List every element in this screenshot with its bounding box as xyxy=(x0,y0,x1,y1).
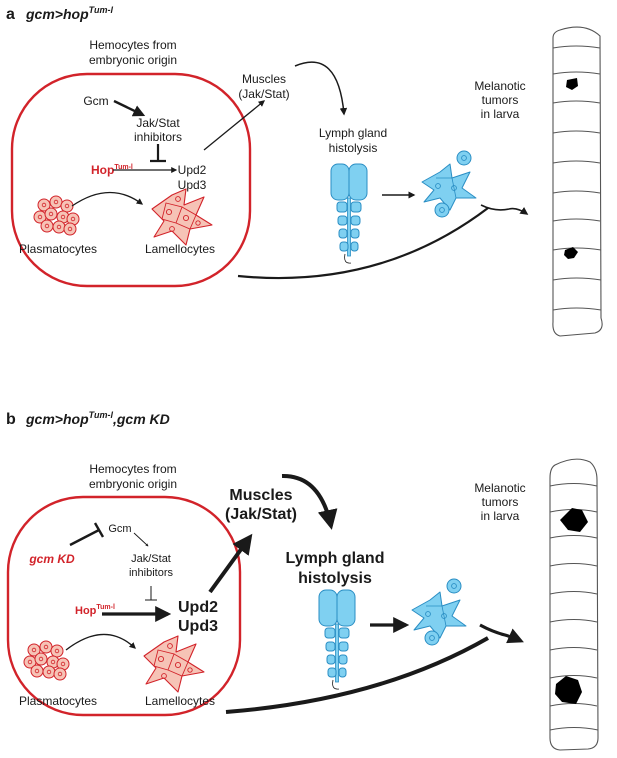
panel-b-title: gcm>hopTum-l,gcm KD xyxy=(25,410,170,427)
panel-a-title: gcm>hopTum-l xyxy=(25,5,113,22)
panel-b-muscles-label: Muscles xyxy=(229,487,292,504)
panel-b-jak-label: Jak/Stat xyxy=(131,553,171,565)
panel-b-upd-to-muscles-arrow xyxy=(208,533,253,594)
panel-a-blue-lamellocytes xyxy=(421,150,477,218)
panel-b-plasmatocytes xyxy=(24,641,69,680)
panel-b-tumor-2 xyxy=(555,676,582,704)
panel-a-letter: a xyxy=(6,6,15,23)
panel-b-larva xyxy=(549,458,599,751)
panel-a-gcm-arrow xyxy=(113,99,146,117)
panel-b-to-larva-arrow xyxy=(479,623,524,644)
panel-b-tumors-label-3: in larva xyxy=(481,509,520,523)
panel-b-jak-label-2: inhibitors xyxy=(129,567,174,579)
panel-b-hemocytes-label-2: embryonic origin xyxy=(89,477,177,491)
panel-b-blue-lamellocytes xyxy=(411,578,467,646)
panel-a-lamellocytes-label: Lamellocytes xyxy=(145,242,215,256)
panel-a-jak-label-2: inhibitors xyxy=(134,130,182,144)
panel-b-hemocyte-compartment xyxy=(6,495,242,717)
panel-a-lymph-gland xyxy=(330,163,368,264)
panel-a-upd3-label: Upd3 xyxy=(178,178,207,192)
panel-a-lymph-label: Lymph gland xyxy=(319,126,387,140)
panel-b-lamellocyte-route xyxy=(225,636,489,714)
panel-b-lymph-label-2: histolysis xyxy=(298,570,372,587)
panel-b-plasmatocytes-label: Plasmatocytes xyxy=(19,694,97,708)
panel-a-muscles-to-lymph-arrow xyxy=(294,61,348,116)
panel-b-gcm-kd-inhibition xyxy=(69,522,105,547)
panel-a-inhibition-bar xyxy=(150,144,166,163)
panel-b-lymph-label: Lymph gland xyxy=(286,550,385,567)
panel-a-to-larva-arrow xyxy=(480,204,529,215)
panel-b-tumor-1 xyxy=(560,508,588,532)
panel-a-plasmatocytes-label: Plasmatocytes xyxy=(19,242,97,256)
panel-a-lamellocyte-route xyxy=(237,207,489,280)
panel-b-gcm-arrow xyxy=(133,532,149,547)
panel-a-upd-to-muscles-arrow xyxy=(203,100,266,151)
panel-b-muscles-to-lymph-arrow xyxy=(281,473,338,530)
panel-a-lymph-label-2: histolysis xyxy=(329,141,378,155)
panel-a-plasmatocytes xyxy=(34,196,79,235)
panel-a: a gcm>hopTum-l Hemocytes from embryonic … xyxy=(6,5,603,337)
panel-a-tumors-label: Melanotic xyxy=(474,79,525,93)
panel-b-lamellocytes-label: Lamellocytes xyxy=(145,694,215,708)
panel-b-hop-label: HopTum-l xyxy=(75,604,115,617)
panel-b-differentiation-arrow xyxy=(65,633,136,651)
panel-b-letter: b xyxy=(6,411,16,428)
panel-a-lamellocytes xyxy=(151,188,213,246)
panel-a-tumor-2 xyxy=(564,247,578,259)
panel-a-tumor-1 xyxy=(566,78,578,90)
panel-b-tumors-label: Melanotic xyxy=(474,481,525,495)
panel-b: b gcm>hopTum-l,gcm KD Hemocytes from emb… xyxy=(6,410,599,751)
panel-a-tumors-label-2: tumors xyxy=(482,93,519,107)
panel-a-upd2-label: Upd2 xyxy=(178,163,207,177)
panel-a-jak-label: Jak/Stat xyxy=(136,116,180,130)
panel-b-lymph-gland xyxy=(318,589,356,690)
panel-b-lamellocytes xyxy=(143,635,205,693)
panel-a-larva xyxy=(552,26,603,337)
panel-b-tumors-label-2: tumors xyxy=(482,495,519,509)
panel-b-muscles-label-2: (Jak/Stat) xyxy=(225,506,297,523)
panel-b-inhibition-bar xyxy=(145,586,157,601)
panel-b-upd3-label: Upd3 xyxy=(178,618,218,635)
panel-a-hop-label: HopTum-l xyxy=(91,163,133,177)
panel-b-gcm-kd-label: gcm KD xyxy=(28,552,75,566)
panel-b-hemocytes-label: Hemocytes from xyxy=(89,462,176,476)
panel-a-muscles-label: Muscles xyxy=(242,72,286,86)
panel-a-differentiation-arrow xyxy=(71,191,144,207)
panel-b-upd2-label: Upd2 xyxy=(178,599,218,616)
panel-a-tumors-label-3: in larva xyxy=(481,107,520,121)
panel-a-muscles-label-2: (Jak/Stat) xyxy=(238,87,289,101)
panel-a-hemocytes-label-2: embryonic origin xyxy=(89,53,177,67)
panel-a-hemocytes-label: Hemocytes from xyxy=(89,38,176,52)
panel-b-gcm-label: Gcm xyxy=(108,523,131,535)
panel-a-gcm-label: Gcm xyxy=(83,94,108,108)
panel-a-hemocyte-compartment xyxy=(10,72,252,288)
